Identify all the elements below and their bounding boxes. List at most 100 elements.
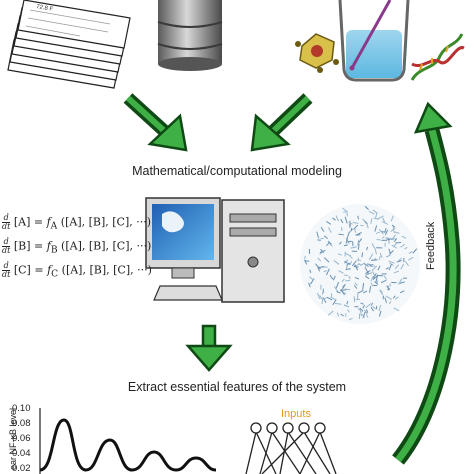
network-edge — [353, 224, 359, 230]
network-edge — [390, 227, 396, 233]
network-edge — [323, 296, 328, 300]
network-edge — [381, 221, 389, 225]
y-tick-label: 0.06 — [12, 433, 31, 444]
computer-icon — [145, 197, 285, 303]
network-edge — [400, 243, 406, 248]
network-edge — [350, 246, 357, 249]
network-edge — [345, 268, 351, 271]
network-edge — [348, 317, 353, 321]
network-edge — [353, 285, 358, 289]
network-edge — [329, 274, 334, 280]
network-edge — [392, 226, 395, 234]
network-edge — [341, 278, 345, 283]
network-edge — [336, 290, 341, 294]
dna-icon — [410, 33, 465, 81]
network-edge — [372, 305, 377, 310]
network-edge — [361, 313, 366, 318]
network-edge — [345, 237, 349, 244]
network-edge — [327, 240, 332, 245]
neural-network-icon — [245, 422, 337, 474]
network-edge — [325, 268, 330, 276]
network-edge — [388, 301, 392, 305]
network-edge — [404, 246, 408, 250]
network-edge — [374, 248, 378, 255]
network-edge — [338, 241, 342, 245]
network-edge — [362, 311, 366, 319]
y-tick-label: 0.04 — [12, 448, 31, 459]
network-edge — [359, 309, 362, 317]
network-edge — [369, 263, 374, 267]
network-edge — [337, 253, 342, 256]
network-edge — [364, 205, 369, 210]
network-edge — [309, 276, 314, 281]
network-edge — [394, 238, 398, 242]
network-edge — [373, 217, 380, 220]
network-edge — [344, 253, 352, 257]
document-stack-icon: 72.8 F — [7, 0, 131, 89]
arrow-experiment-to-model — [250, 93, 313, 152]
network-edge — [388, 248, 391, 254]
network-edge — [338, 270, 344, 274]
network-edge — [361, 252, 364, 258]
network-edge — [379, 289, 383, 293]
network-edge — [363, 263, 369, 268]
network-edge — [332, 275, 336, 281]
network-edge — [383, 275, 388, 280]
network-edge — [364, 220, 368, 225]
network-edge — [354, 282, 358, 286]
network-edge — [388, 260, 395, 264]
network-edge — [356, 231, 362, 236]
network-edge — [381, 236, 385, 239]
network-edge — [317, 268, 321, 272]
network-edge — [385, 237, 392, 240]
network-edge — [368, 253, 374, 260]
network-edge — [389, 262, 394, 266]
network-edge — [380, 279, 387, 284]
beaker-icon — [338, 0, 410, 82]
network-edge — [360, 262, 366, 266]
network-edge — [376, 238, 381, 241]
pathogen-icon — [295, 33, 339, 73]
network-edge — [346, 301, 349, 305]
network-edge — [343, 244, 348, 247]
network-edge — [357, 243, 360, 250]
network-edge — [359, 307, 364, 312]
network-edge — [340, 289, 347, 291]
network-edge — [378, 255, 381, 260]
network-edge — [347, 240, 352, 243]
network-edge — [370, 282, 374, 287]
network-edge — [344, 288, 351, 291]
network-edge — [343, 260, 348, 263]
network-edge — [368, 210, 375, 215]
network-edge — [366, 263, 371, 266]
network-edge — [344, 261, 351, 265]
network-edge — [332, 299, 337, 306]
y-tick-label: 0.08 — [12, 418, 31, 429]
network-edge — [364, 272, 369, 277]
network-edge — [330, 293, 333, 299]
network-edge — [397, 278, 403, 285]
network-edge — [399, 290, 405, 294]
network-edge — [340, 218, 344, 224]
y-tick-label: 0.10 — [12, 403, 31, 414]
network-edge — [316, 292, 321, 300]
network-edge — [329, 243, 333, 247]
network-edge — [384, 229, 389, 236]
network-edge — [372, 271, 375, 276]
network-edge — [370, 306, 374, 312]
feedback-arrow — [392, 101, 461, 465]
network-edge — [371, 259, 378, 261]
network-edge — [331, 296, 336, 301]
network-edge — [353, 265, 359, 268]
network-edge — [374, 225, 378, 232]
network-edge — [375, 274, 379, 282]
network-edge — [347, 309, 350, 313]
network-edge — [372, 273, 377, 279]
network-edge — [385, 267, 389, 270]
network-edge — [319, 294, 322, 300]
network-edge — [309, 269, 312, 273]
network-edge — [317, 257, 322, 262]
